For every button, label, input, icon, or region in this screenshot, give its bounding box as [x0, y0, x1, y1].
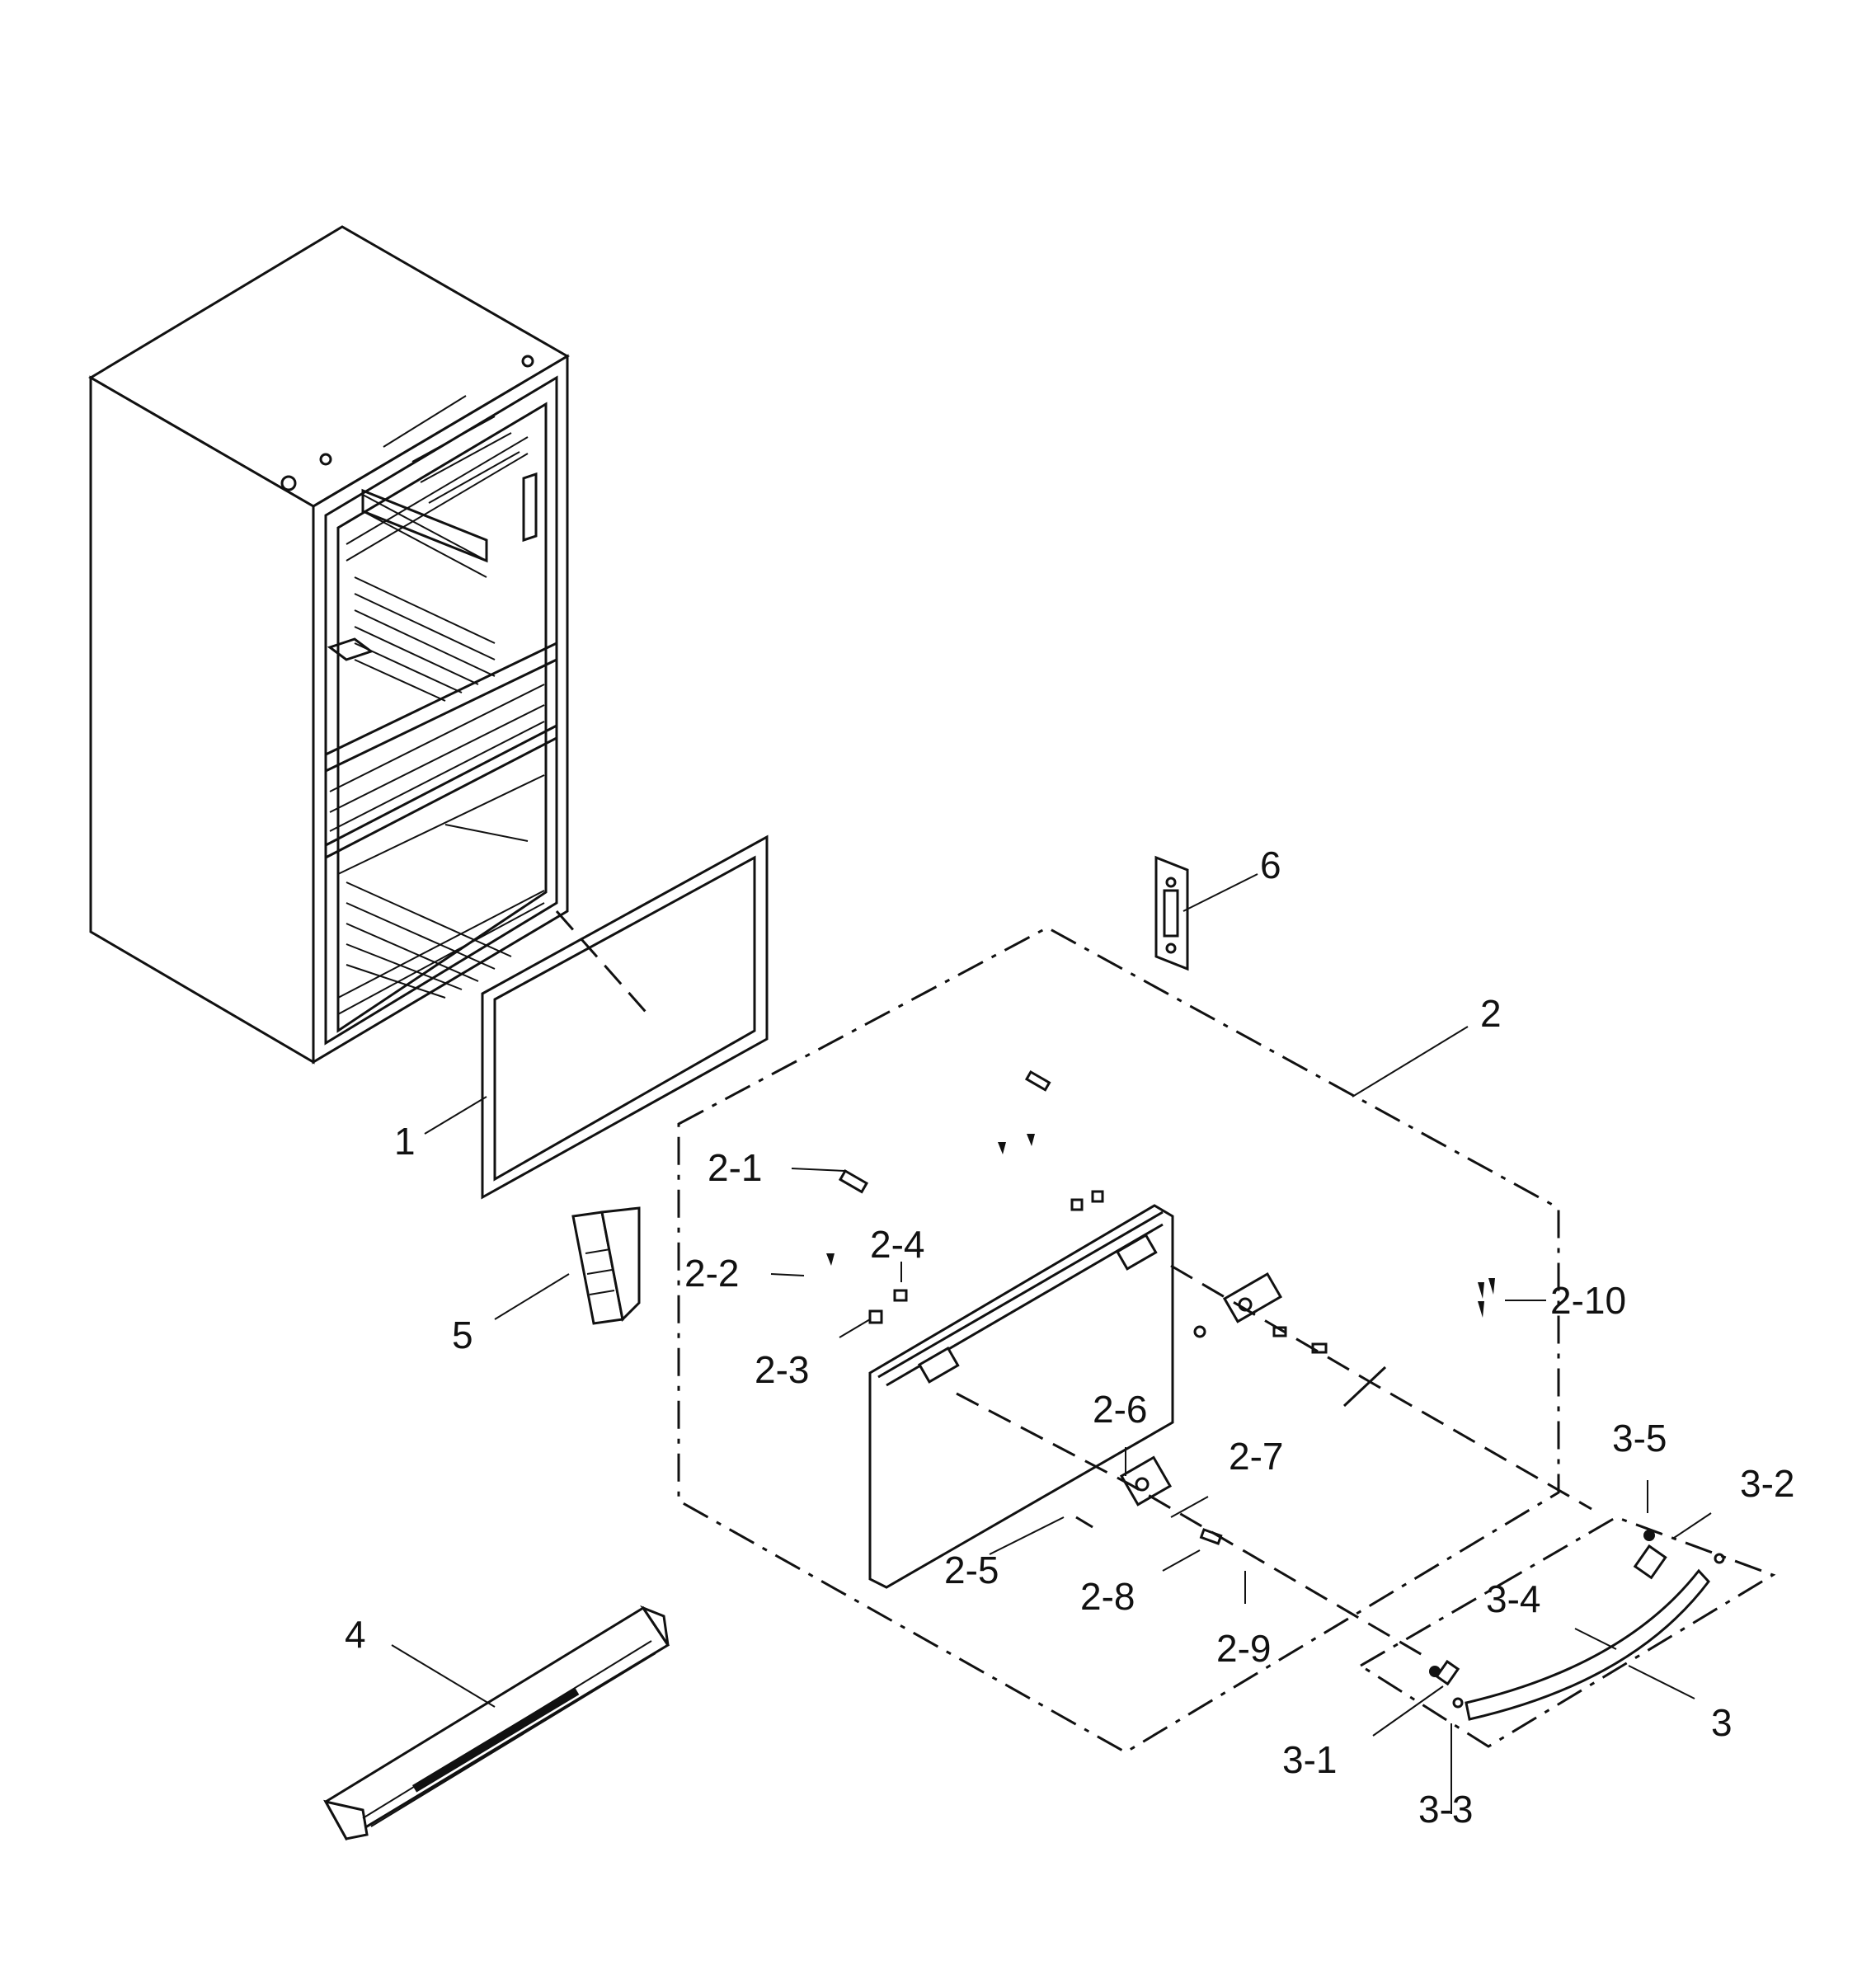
label-2-5: 2-5	[944, 1549, 999, 1591]
label-6: 6	[1260, 844, 1281, 886]
callout-labels: 1 2 2-1 2-2 2-3 2-4 2-5 2-6 2-7 2-8 2-9 …	[345, 844, 1794, 1831]
door-assembly-outline	[677, 926, 1560, 1754]
label-3: 3	[1711, 1701, 1733, 1744]
assembly-guide-lines	[956, 1264, 1592, 1659]
leader-lines	[391, 873, 1712, 1814]
freezer-door-panel	[868, 1204, 1174, 1589]
label-2: 2	[1480, 992, 1502, 1035]
label-2-1: 2-1	[708, 1146, 762, 1189]
label-3-4: 3-4	[1486, 1577, 1540, 1620]
label-2-6: 2-6	[1093, 1388, 1147, 1431]
label-2-3: 2-3	[755, 1348, 809, 1391]
label-3-3: 3-3	[1418, 1788, 1473, 1831]
label-2-9: 2-9	[1216, 1627, 1271, 1670]
door-handle	[1358, 1516, 1776, 1748]
label-2-10: 2-10	[1550, 1279, 1626, 1322]
refrigerator-cabinet	[88, 225, 570, 1065]
label-2-2: 2-2	[684, 1252, 739, 1295]
door-gasket	[481, 834, 769, 1200]
label-2-8: 2-8	[1080, 1575, 1135, 1618]
label-3-2: 3-2	[1740, 1462, 1794, 1505]
label-3-5: 3-5	[1612, 1417, 1667, 1460]
label-2-4: 2-4	[870, 1223, 924, 1266]
label-1: 1	[394, 1120, 416, 1163]
hinge-bracket-left	[571, 1206, 641, 1325]
label-3-1: 3-1	[1282, 1738, 1337, 1781]
label-2-7: 2-7	[1229, 1435, 1283, 1478]
label-5: 5	[452, 1314, 473, 1356]
door-bin	[323, 1605, 670, 1841]
label-4: 4	[345, 1613, 366, 1656]
hinge-bracket-right	[1154, 855, 1189, 971]
